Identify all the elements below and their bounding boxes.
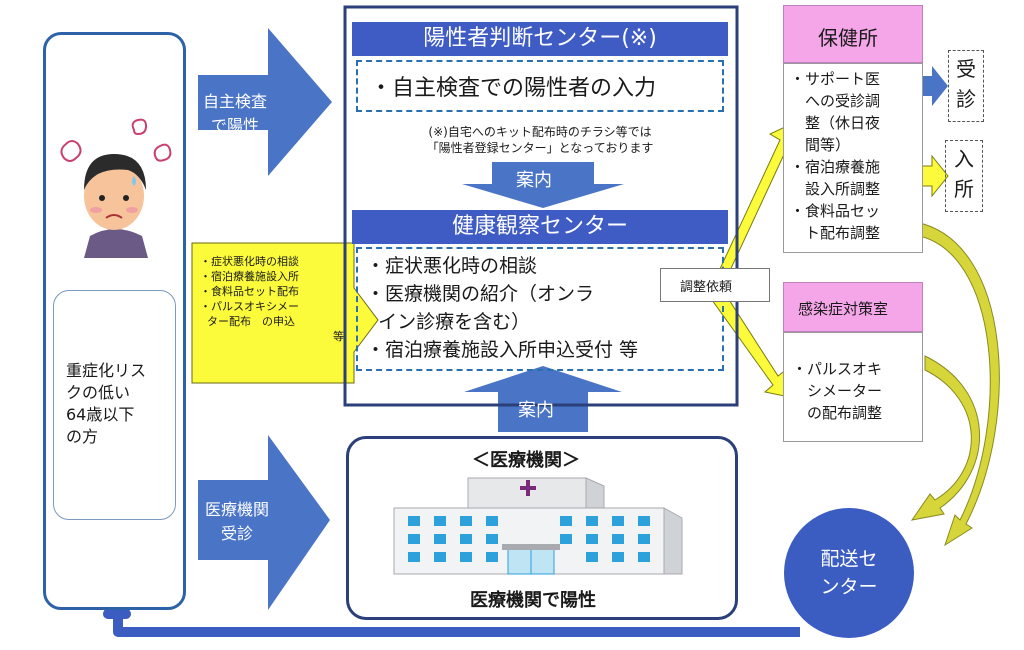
yellow-note-arrow [191,242,379,384]
guide-up-arrow [464,366,622,432]
yellow-note-line: ・パルスオキシメー [200,300,299,313]
admission-label-char: 入 [954,147,974,171]
delivery-center-line: 配送セ [820,548,878,570]
positive-center-title: 陽性者判断センター(※) [352,22,728,56]
health-office-line: 間等） [790,136,851,154]
health-center-item: イン診療を含む） [366,311,531,333]
positive-center-item-box [356,60,724,112]
visit-label-char: 受 [956,57,976,81]
health-center-title: 健康観察センター [352,210,728,244]
delivery-center-label: 配送セ ンター [784,545,914,601]
admission-label-char: 所 [954,177,974,201]
guide-down-label: 案内 [516,170,552,191]
infection-office-lines: ・パルスオキ シメーター の配布調整 [792,358,882,424]
self-test-label-line: 自主検査 [202,92,267,111]
guide-down-arrow [462,162,624,208]
yellow-note-text: ・症状悪化時の相談 ・宿泊療養施設入所 ・食料品セット配布 ・パルスオキシメー … [200,254,350,344]
hospital-title: ＜医療機関＞ [472,450,580,471]
delivery-center-circle [784,508,914,638]
coordination-arrow-down [711,291,795,399]
positive-center-note-line: (※)自宅へのキット配布時のチラシ等では [428,125,652,139]
infection-office-line: ・パルスオキ [792,360,883,378]
food-delivery-curve [914,221,1000,547]
visit-label-char: 診 [956,87,976,111]
positive-center-note-line: 「陽性者登録センター」となっております [426,141,654,155]
oximeter-delivery-curve [910,355,981,521]
hospital-visit-label: 医療機関 受診 [202,498,272,546]
hospital-visit-arrow [198,435,330,610]
health-office-line: ・食料品セッ [790,202,881,220]
coordination-request-box [660,268,770,302]
coordination-request-label: 調整依頼 [680,280,733,295]
yellow-note-line: ・食料品セット配布 [200,285,299,298]
visit-label-box [948,50,984,122]
admission-label-box [945,140,983,212]
hospital-caption: 医療機関で陽性 [470,590,596,611]
person-description-line: クの低い [66,383,131,402]
admission-label: 入 所 [945,144,983,204]
health-office-line: ト配布調整 [790,224,881,242]
health-office-box [783,63,923,253]
visit-arrow [922,66,948,106]
health-office-lines: ・サポート医 への受診調 整（休日夜 間等） ・宿泊療養施 設入所調整 ・食料品… [790,68,880,244]
health-office-line: 整（休日夜 [790,114,881,132]
infection-office-title: 感染症対策室 [798,300,889,318]
health-center-item: ・症状悪化時の相談 [366,255,538,277]
health-center-items-box [356,247,724,371]
hospital-visit-label-line: 受診 [220,524,253,543]
guide-up-label: 案内 [518,400,554,421]
admission-arrow [921,154,949,198]
health-office-line: への受診調 [790,92,881,110]
self-test-arrow [198,28,332,176]
positive-center-note: (※)自宅へのキット配布時のチラシ等では 「陽性者登録センター」となっております [352,124,728,156]
infection-office-title-box [783,282,923,332]
worried-person-icon [60,118,172,258]
visit-label: 受 診 [948,54,984,114]
health-office-line: ・サポート医 [790,70,881,88]
health-office-title-box [783,5,923,63]
health-center-items: ・症状悪化時の相談 ・医療機関の紹介（オンラ イン診療を含む） ・宿泊療養施設入… [366,252,638,364]
infection-office-box [783,332,923,442]
health-office-line: ・宿泊療養施 [790,158,881,176]
infection-office-line: シメーター [792,382,883,400]
person-description: 重症化リス クの低い 64歳以下 の方 [66,360,146,448]
person-description-line: の方 [66,427,99,446]
person-description-box [53,290,176,520]
yellow-note-line: ・宿泊療養施設入所 [200,270,299,283]
person-description-line: 64歳以下 [66,405,135,424]
yellow-note-line: ター配布 の申込 [200,315,295,328]
hospital-visit-label-line: 医療機関 [204,500,269,519]
centers-frame [343,5,739,407]
self-test-label: 自主検査 で陽性 [200,90,270,138]
health-office-line: 設入所調整 [790,180,881,198]
health-office-title: 保健所 [818,26,878,50]
health-center-item: ・宿泊療養施設入所申込受付 等 [366,339,639,361]
infection-office-line: の配布調整 [792,404,883,422]
delivery-center-line: ンター [820,576,878,598]
positive-center-item: ・自主検査での陽性者の入力 [370,76,657,101]
yellow-note-line: 等 [333,330,344,343]
yellow-note-line: ・症状悪化時の相談 [200,255,299,268]
hospital-building-icon [393,477,683,575]
person-description-line: 重症化リス [66,361,147,380]
self-test-label-line: で陽性 [210,116,259,135]
health-center-item: ・医療機関の紹介（オンラ [366,283,595,305]
